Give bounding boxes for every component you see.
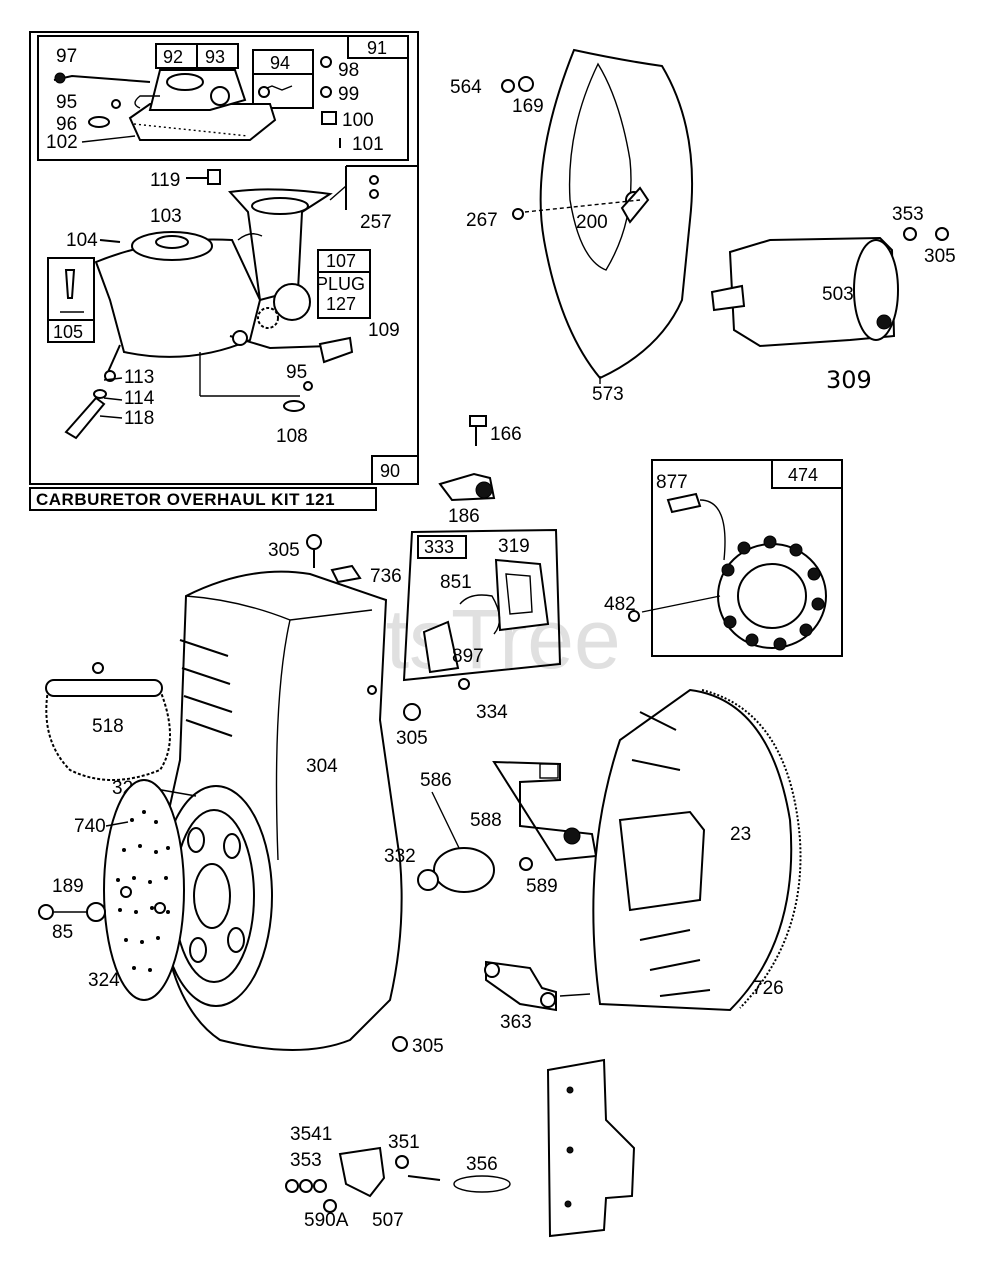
plug-label: PLUG xyxy=(316,274,365,294)
label-353: 353 xyxy=(892,204,924,225)
label-96: 96 xyxy=(56,114,77,135)
label-85: 85 xyxy=(52,922,73,943)
label-305d: 305 xyxy=(412,1036,444,1057)
label-726: 726 xyxy=(752,978,784,999)
label-305c: 305 xyxy=(396,728,428,749)
label-589: 589 xyxy=(526,876,558,897)
bottom-parts-section: 3541 353 590A 507 351 356 xyxy=(285,1058,636,1238)
label-482: 482 xyxy=(604,594,636,615)
label-573: 573 xyxy=(592,384,624,405)
box-90-frame xyxy=(29,31,419,485)
label-114: 114 xyxy=(124,388,155,409)
label-95b: 95 xyxy=(286,362,307,383)
label-851: 851 xyxy=(440,572,472,593)
label-363: 363 xyxy=(500,1012,532,1033)
label-332: 332 xyxy=(384,846,416,867)
label-103: 103 xyxy=(150,206,182,227)
box-91-label: 91 xyxy=(367,38,387,58)
back-plate-section: 564 169 267 200 573 xyxy=(450,48,694,405)
label-586: 586 xyxy=(420,770,452,791)
blower-housing-section: 305 736 304 321 740 1 xyxy=(38,534,444,1057)
carburetor-overhaul-kit-label: CARBURETOR OVERHAUL KIT 121 xyxy=(36,490,335,509)
label-305b: 305 xyxy=(268,540,300,561)
label-102: 102 xyxy=(46,132,78,153)
label-507: 507 xyxy=(372,1210,404,1231)
label-169: 169 xyxy=(512,96,544,117)
label-118: 118 xyxy=(124,408,154,429)
box-90-label: 90 xyxy=(380,461,400,481)
label-564: 564 xyxy=(450,77,482,98)
box-474-label: 474 xyxy=(788,465,818,485)
flywheel-section: 23 726 xyxy=(592,688,802,1012)
box-92-label: 92 xyxy=(163,47,183,67)
label-119: 119 xyxy=(150,170,180,191)
label-95: 95 xyxy=(56,92,77,113)
label-897: 897 xyxy=(452,646,484,667)
label-305: 305 xyxy=(924,246,956,267)
label-267: 267 xyxy=(466,210,498,231)
box-333-label: 333 xyxy=(424,537,454,557)
kit-label-frame xyxy=(29,487,377,511)
label-740: 740 xyxy=(74,816,106,837)
box-91-frame xyxy=(37,35,409,161)
label-109: 109 xyxy=(368,320,400,341)
label-101: 101 xyxy=(352,134,384,155)
handwritten-309: 309 xyxy=(826,366,872,394)
label-186: 186 xyxy=(448,506,480,527)
label-590a: 590A xyxy=(304,1210,349,1231)
label-99: 99 xyxy=(338,84,359,105)
label-127: 127 xyxy=(326,294,356,314)
governor-section: 586 332 588 589 363 xyxy=(384,760,598,1033)
label-319: 319 xyxy=(498,536,530,557)
box-107-label: 107 xyxy=(326,251,356,271)
label-503: 503 xyxy=(822,284,854,305)
rotating-screen xyxy=(103,779,185,1001)
label-166: 166 xyxy=(490,424,522,445)
label-113: 113 xyxy=(124,367,154,388)
label-518: 518 xyxy=(92,716,124,737)
label-189: 189 xyxy=(52,876,84,897)
label-200: 200 xyxy=(576,212,608,233)
label-104: 104 xyxy=(66,230,98,251)
label-257: 257 xyxy=(360,212,392,233)
label-324: 324 xyxy=(88,970,120,991)
label-588: 588 xyxy=(470,810,502,831)
label-877: 877 xyxy=(656,472,688,493)
label-97: 97 xyxy=(56,46,77,67)
fittings-section: 166 186 xyxy=(438,415,522,527)
box-93-label: 93 xyxy=(205,47,225,67)
alternator-section: 474 877 482 xyxy=(604,459,843,657)
label-100: 100 xyxy=(342,110,374,131)
label-351: 351 xyxy=(388,1132,420,1153)
label-334: 334 xyxy=(476,702,508,723)
label-23: 23 xyxy=(730,824,751,845)
label-108: 108 xyxy=(276,426,308,447)
label-3541: 3541 xyxy=(290,1124,332,1145)
box-105-label: 105 xyxy=(53,322,83,342)
label-736: 736 xyxy=(370,566,402,587)
label-353b: 353 xyxy=(290,1150,322,1171)
label-356: 356 xyxy=(466,1154,498,1175)
carburetor-section: 90 91 92 93 94 97 95 9 xyxy=(29,31,419,511)
label-304: 304 xyxy=(306,756,338,777)
baffle-plate xyxy=(546,1058,636,1238)
ignition-box-section: 333 319 851 897 334 xyxy=(402,528,562,723)
box-94-label: 94 xyxy=(270,53,290,73)
starter-motor-section: 353 305 503 309 xyxy=(710,204,956,394)
label-98: 98 xyxy=(338,60,359,81)
